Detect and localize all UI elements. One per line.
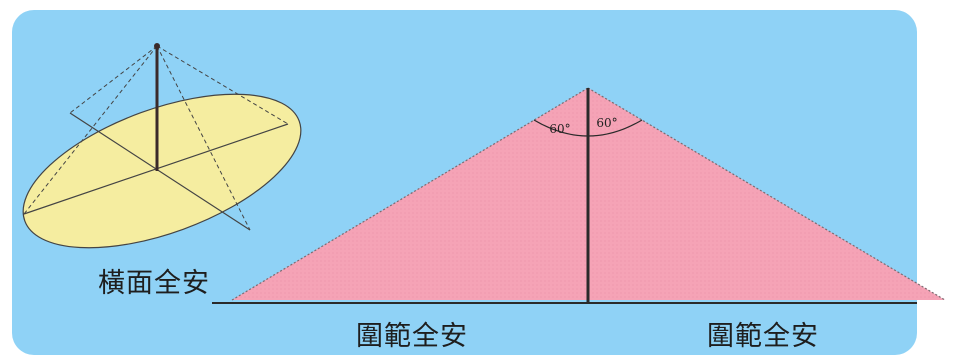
range-safe-label-left: 圍範全安: [356, 321, 468, 352]
cone-line: [69, 45, 158, 114]
angle-arc: [533, 119, 643, 137]
triangle-right-edge: [587, 87, 946, 301]
triangle-left-edge: [231, 87, 589, 301]
horizontal-safe-label: 橫面全安: [98, 268, 210, 299]
cone-line: [23, 45, 158, 215]
cone-line: [156, 45, 289, 125]
cone-line: [156, 45, 251, 231]
horizontal-safety-ellipse: [22, 43, 302, 249]
safety-range-triangle: 60° 60°: [231, 87, 946, 303]
ellipse-plane: [22, 93, 302, 249]
range-safe-label-right: 圍範全安: [707, 321, 819, 352]
angle-label-left: 60°: [549, 122, 570, 136]
angle-label-right: 60°: [596, 116, 617, 130]
ellipse-spoke: [69, 112, 251, 231]
apex-point: [154, 43, 160, 49]
